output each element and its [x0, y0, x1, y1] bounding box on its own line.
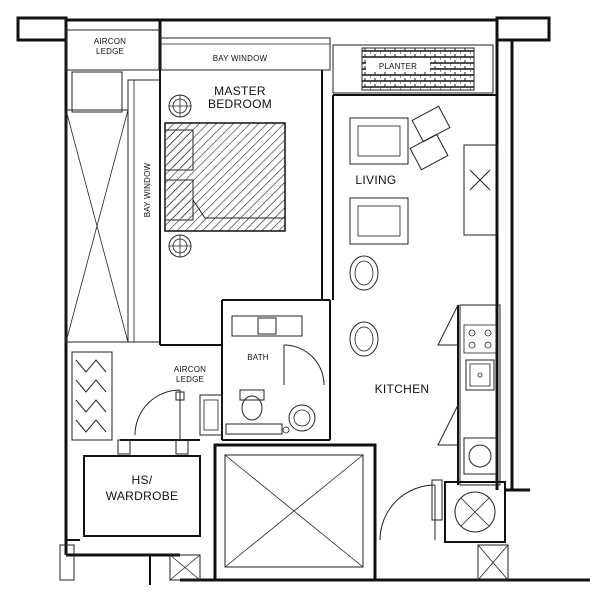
tv-console	[463, 144, 499, 236]
living: LIVING	[332, 94, 499, 300]
aircon-ledge-top: AIRCON LEDGE	[65, 29, 161, 71]
bedroom-door	[134, 389, 185, 440]
wardrobe: HS/ WARDROBE	[83, 439, 201, 537]
sink	[465, 359, 495, 391]
bay-window-top-label: BAY WINDOW	[213, 54, 268, 63]
kitchen: KITCHEN	[375, 304, 501, 486]
kitchen-label: KITCHEN	[375, 382, 430, 396]
bay-window-side: BAY WINDOW	[127, 79, 161, 343]
left-column	[65, 71, 129, 441]
bay-window-side-label: BAY WINDOW	[143, 162, 152, 217]
wardrobe-label-1: HS/	[132, 473, 153, 487]
master-bedroom-label-1: MASTER	[214, 84, 266, 98]
living-label: LIVING	[355, 173, 396, 187]
bedside-lamp-top	[168, 94, 192, 118]
storage-bottom	[213, 443, 377, 582]
left-zigzag	[75, 359, 107, 433]
master-bedroom: MASTER BEDROOM	[159, 70, 323, 346]
master-bedroom-label-2: BEDROOM	[208, 97, 272, 111]
planter-label: PLANTER	[379, 62, 417, 71]
armchair-top	[349, 117, 409, 165]
aircon-ledge-mid-label-1: AIRCON	[174, 365, 206, 374]
bath: BATH	[221, 299, 331, 441]
entry	[169, 479, 530, 581]
toilet	[239, 389, 265, 421]
side-chairs	[409, 105, 451, 171]
fan-unit	[454, 491, 496, 533]
washer	[463, 437, 497, 475]
bedside-lamp-bottom	[168, 234, 192, 258]
basin	[288, 404, 316, 432]
armchair-bottom	[349, 197, 409, 245]
cooktop	[463, 324, 497, 354]
aircon-ledge-top-label-1: AIRCON	[94, 37, 126, 46]
aircon-ledge-top-label-2: LEDGE	[96, 47, 124, 56]
dining-stools	[349, 255, 379, 357]
bay-window-top: BAY WINDOW	[159, 37, 331, 71]
aircon-ledge-mid-label-2: LEDGE	[176, 375, 204, 384]
bed	[164, 122, 286, 232]
wardrobe-label-2: WARDROBE	[106, 489, 179, 503]
planter: PLANTER	[332, 44, 494, 94]
bath-label: BATH	[247, 353, 269, 362]
aircon-ledge-mid: AIRCON LEDGE	[174, 365, 223, 436]
